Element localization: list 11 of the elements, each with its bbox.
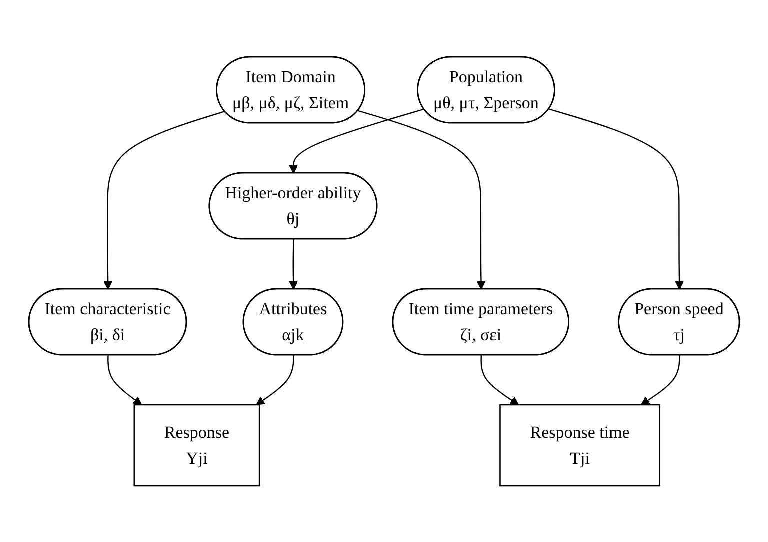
arrow — [103, 110, 225, 290]
node-box: Response Yji — [133, 404, 260, 486]
arrow — [358, 110, 486, 290]
arrow — [288, 238, 298, 290]
arrow — [480, 354, 519, 405]
arrow — [107, 354, 142, 405]
arrow — [256, 354, 294, 405]
arrow — [288, 108, 424, 174]
arrow — [640, 354, 680, 405]
arrow — [548, 108, 684, 290]
node-box: Response time Tji — [499, 404, 660, 486]
